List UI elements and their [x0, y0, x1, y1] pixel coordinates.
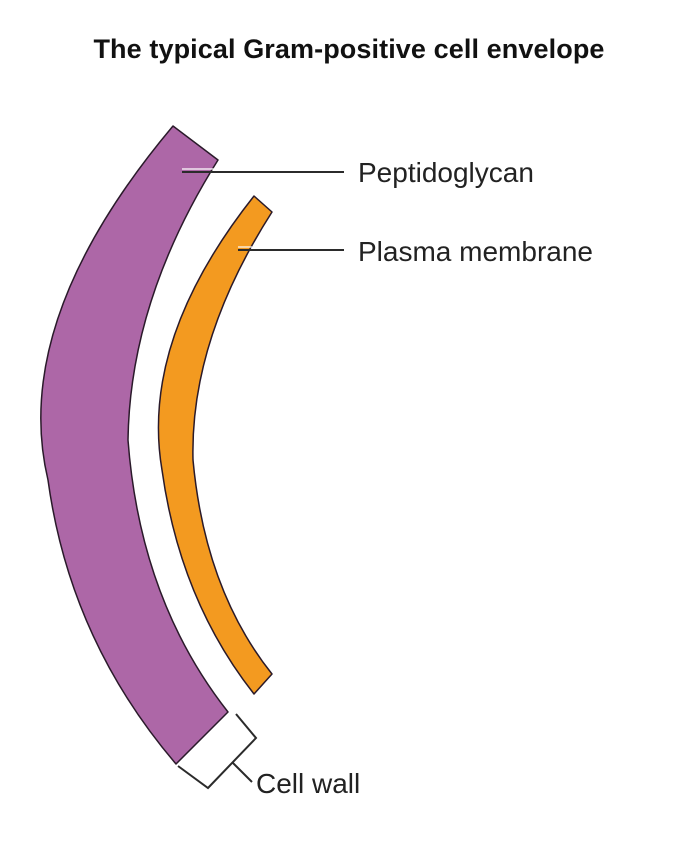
- cell-wall-label: Cell wall: [256, 768, 360, 799]
- plasma-membrane-label: Plasma membrane: [358, 236, 593, 267]
- peptidoglycan-layer: [40, 125, 229, 765]
- cell-wall-bracket-tick: [231, 761, 253, 783]
- plasma-membrane-layer: [157, 195, 273, 695]
- peptidoglycan-label: Peptidoglycan: [358, 157, 534, 188]
- diagram-title: The typical Gram-positive cell envelope: [93, 34, 605, 64]
